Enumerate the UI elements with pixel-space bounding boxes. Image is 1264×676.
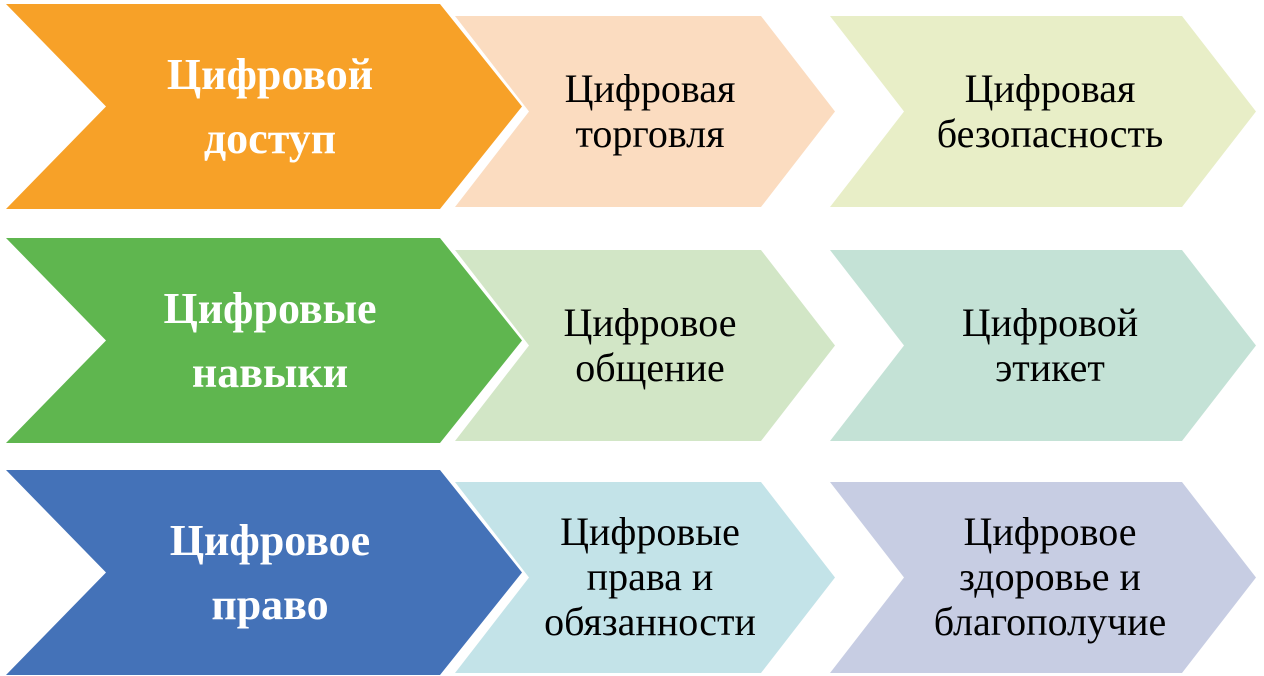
chevron-skills-main	[6, 238, 522, 443]
chevron-access-item-1	[455, 16, 835, 207]
chevron-skills-item-2	[830, 250, 1256, 441]
chevron-law-item-2	[830, 482, 1256, 673]
chevron-law-item-1	[455, 482, 835, 673]
chevron-access-item-2	[830, 16, 1256, 207]
chevron-access-main	[6, 4, 522, 209]
chevron-law-main	[6, 470, 522, 675]
chevron-skills-item-1	[455, 250, 835, 441]
